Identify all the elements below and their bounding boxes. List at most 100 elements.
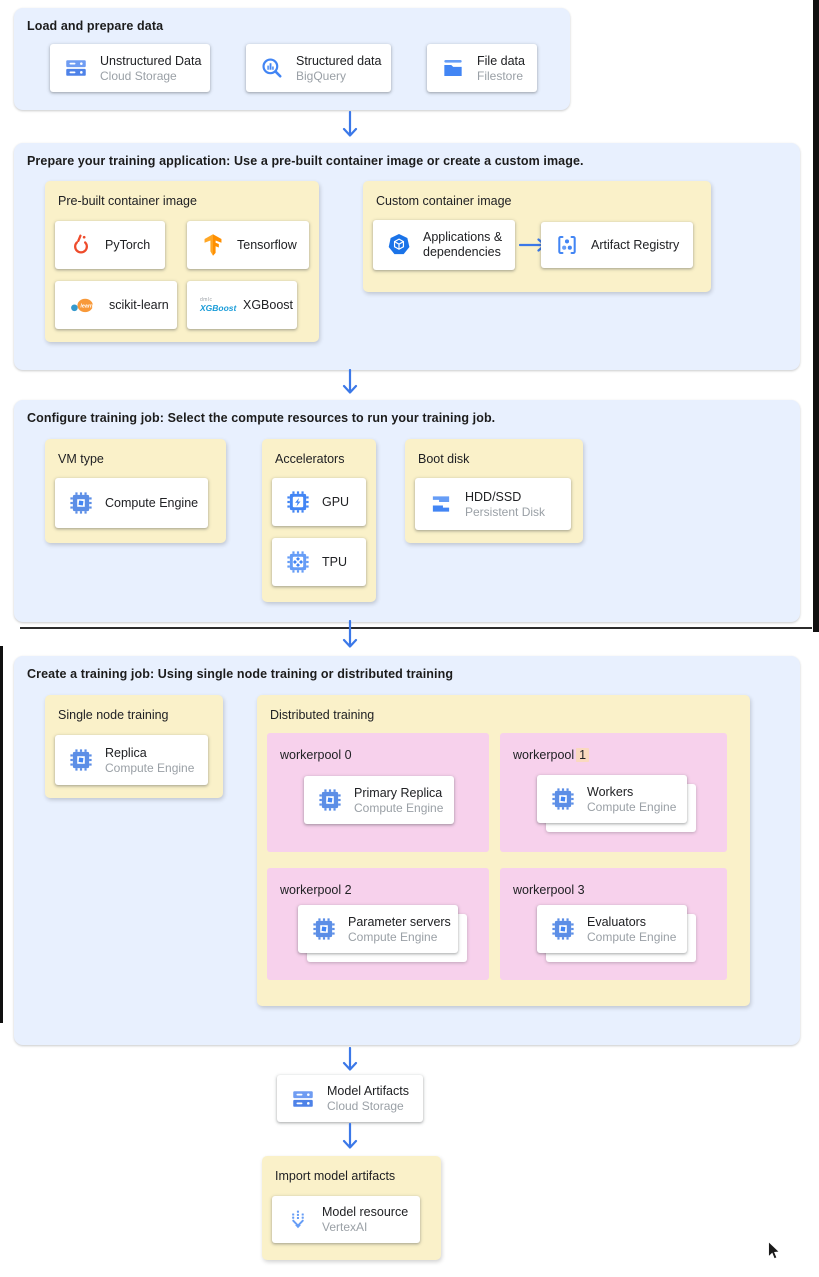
applications-dependencies-icon: [386, 232, 412, 258]
section-configure-title: Configure training job: Select the compu…: [27, 411, 496, 425]
panel-distributed-title: Distributed training: [270, 708, 375, 722]
section-load-data: Load and prepare data Unstructured Data …: [14, 8, 570, 110]
workerpool-1-number-highlight: 1: [576, 748, 590, 762]
card-label: Artifact Registry: [591, 238, 680, 252]
card-label: Parameter servers: [348, 914, 451, 929]
card-sublabel: Cloud Storage: [100, 68, 177, 83]
compute-engine-icon: [317, 787, 343, 813]
panel-vm-title: VM type: [58, 452, 104, 466]
card-label: Model resource: [322, 1205, 409, 1219]
panel-boot-disk: Boot disk HDD/SSD Persistent Disk: [405, 439, 583, 543]
persistent-disk-icon: [428, 491, 454, 517]
vertex-ai-icon: [285, 1207, 311, 1233]
card-sublabel: Persistent Disk: [465, 504, 546, 519]
card-text: Parameter servers Compute Engine: [348, 914, 451, 945]
card-parameter-servers: Parameter servers Compute Engine: [298, 905, 458, 953]
panel-custom-container: Custom container image Applications & de…: [363, 181, 711, 292]
card-primary-replica: Primary Replica Compute Engine: [304, 776, 454, 824]
workerpool-3: workerpool 3 Evaluators Compute Engine: [500, 868, 727, 980]
card-gpu: GPU: [272, 478, 366, 526]
panel-prebuilt-container: Pre-built container image PyTorch Tensor…: [45, 181, 319, 342]
card-label: PyTorch: [105, 238, 151, 252]
workerpool-0-title: workerpool 0: [280, 748, 352, 762]
card-sublabel: Compute Engine: [105, 760, 195, 775]
compute-engine-icon: [68, 490, 94, 516]
card-text: Model resource VertexAI: [322, 1204, 408, 1235]
panel-vm-type: VM type Compute Engine: [45, 439, 226, 543]
panel-distributed: Distributed training workerpool 0 Primar…: [257, 695, 750, 1006]
card-label: Workers: [587, 784, 634, 799]
card-text: Workers Compute Engine: [587, 784, 676, 815]
tpu-icon: [285, 549, 311, 575]
arrow-down-icon: [342, 1123, 358, 1149]
card-compute-engine: Compute Engine: [55, 478, 208, 528]
workerpool-2-title: workerpool 2: [280, 883, 352, 897]
panel-import-model: Import model artifacts Model resource Ve…: [262, 1156, 441, 1260]
workerpool-0: workerpool 0 Primary Replica Compute Eng…: [267, 733, 489, 852]
xgboost-icon: dmlc XGBoost: [200, 296, 236, 313]
panel-boot-title: Boot disk: [418, 452, 470, 466]
section-configure-job: Configure training job: Select the compu…: [14, 400, 800, 622]
card-text: Primary Replica Compute Engine: [354, 785, 443, 816]
card-model-resource: Model resource VertexAI: [272, 1196, 420, 1243]
compute-engine-icon: [68, 747, 94, 773]
card-sublabel: Cloud Storage: [327, 1099, 404, 1113]
card-unstructured-data: Unstructured Data Cloud Storage: [50, 44, 210, 92]
page-edge-right: [813, 0, 819, 632]
section-create-title: Create a training job: Using single node…: [27, 667, 454, 681]
panel-accelerators: Accelerators GPU TPU: [262, 439, 376, 602]
card-sublabel: Compute Engine: [587, 929, 677, 944]
arrow-down-icon: [342, 369, 358, 394]
tensorflow-icon: [200, 232, 226, 258]
arrow-down-icon: [342, 1047, 358, 1071]
panel-single-node: Single node training Replica Compute Eng…: [45, 695, 223, 798]
card-label: Compute Engine: [105, 496, 199, 510]
card-persistent-disk: HDD/SSD Persistent Disk: [415, 478, 571, 530]
card-label: scikit-learn: [109, 298, 169, 312]
cloud-storage-icon: [290, 1086, 316, 1112]
card-sublabel: Filestore: [477, 68, 524, 83]
gpu-icon: [285, 489, 311, 515]
card-text: HDD/SSD Persistent Disk: [465, 489, 545, 520]
cloud-storage-icon: [63, 55, 89, 81]
cursor-icon: [768, 1240, 781, 1260]
section-load-title: Load and prepare data: [27, 19, 164, 33]
xgboost-logo-top: dmlc: [200, 296, 213, 303]
card-sublabel: Compute Engine: [354, 800, 444, 815]
card-artifact-registry: Artifact Registry: [541, 222, 693, 268]
card-label: Model Artifacts: [327, 1084, 409, 1098]
card-label: Unstructured Data: [100, 53, 202, 68]
scikit-learn-icon: learn: [68, 292, 98, 318]
compute-engine-icon: [550, 786, 576, 812]
card-model-artifacts: Model Artifacts Cloud Storage: [277, 1075, 423, 1122]
arrow-down-icon: [342, 111, 358, 137]
card-xgboost: dmlc XGBoost XGBoost: [187, 281, 297, 329]
arrow-down-icon: [342, 620, 358, 648]
svg-text:learn: learn: [80, 303, 94, 309]
card-applications-dependencies: Applications & dependencies: [373, 220, 515, 270]
card-tpu: TPU: [272, 538, 366, 586]
card-sublabel: VertexAI: [322, 1220, 368, 1234]
bigquery-icon: [259, 55, 285, 81]
card-text: Unstructured Data Cloud Storage: [100, 53, 201, 84]
card-text: Evaluators Compute Engine: [587, 914, 676, 945]
card-sublabel: Compute Engine: [348, 929, 438, 944]
filestore-icon: [440, 55, 466, 81]
panel-single-title: Single node training: [58, 708, 169, 722]
card-sublabel: Compute Engine: [587, 799, 677, 814]
compute-engine-icon: [311, 916, 337, 942]
workerpool-3-title: workerpool 3: [513, 883, 585, 897]
card-text: Structured data BigQuery: [296, 53, 381, 84]
compute-engine-icon: [550, 916, 576, 942]
card-text: Replica Compute Engine: [105, 745, 194, 776]
card-structured-data: Structured data BigQuery: [246, 44, 391, 92]
panel-custom-title: Custom container image: [376, 194, 512, 208]
card-workers: Workers Compute Engine: [537, 775, 687, 823]
card-label: File data: [477, 53, 525, 68]
section-prepare-title: Prepare your training application: Use a…: [27, 154, 584, 168]
card-text: File data Filestore: [477, 53, 525, 84]
card-label: Evaluators: [587, 914, 647, 929]
